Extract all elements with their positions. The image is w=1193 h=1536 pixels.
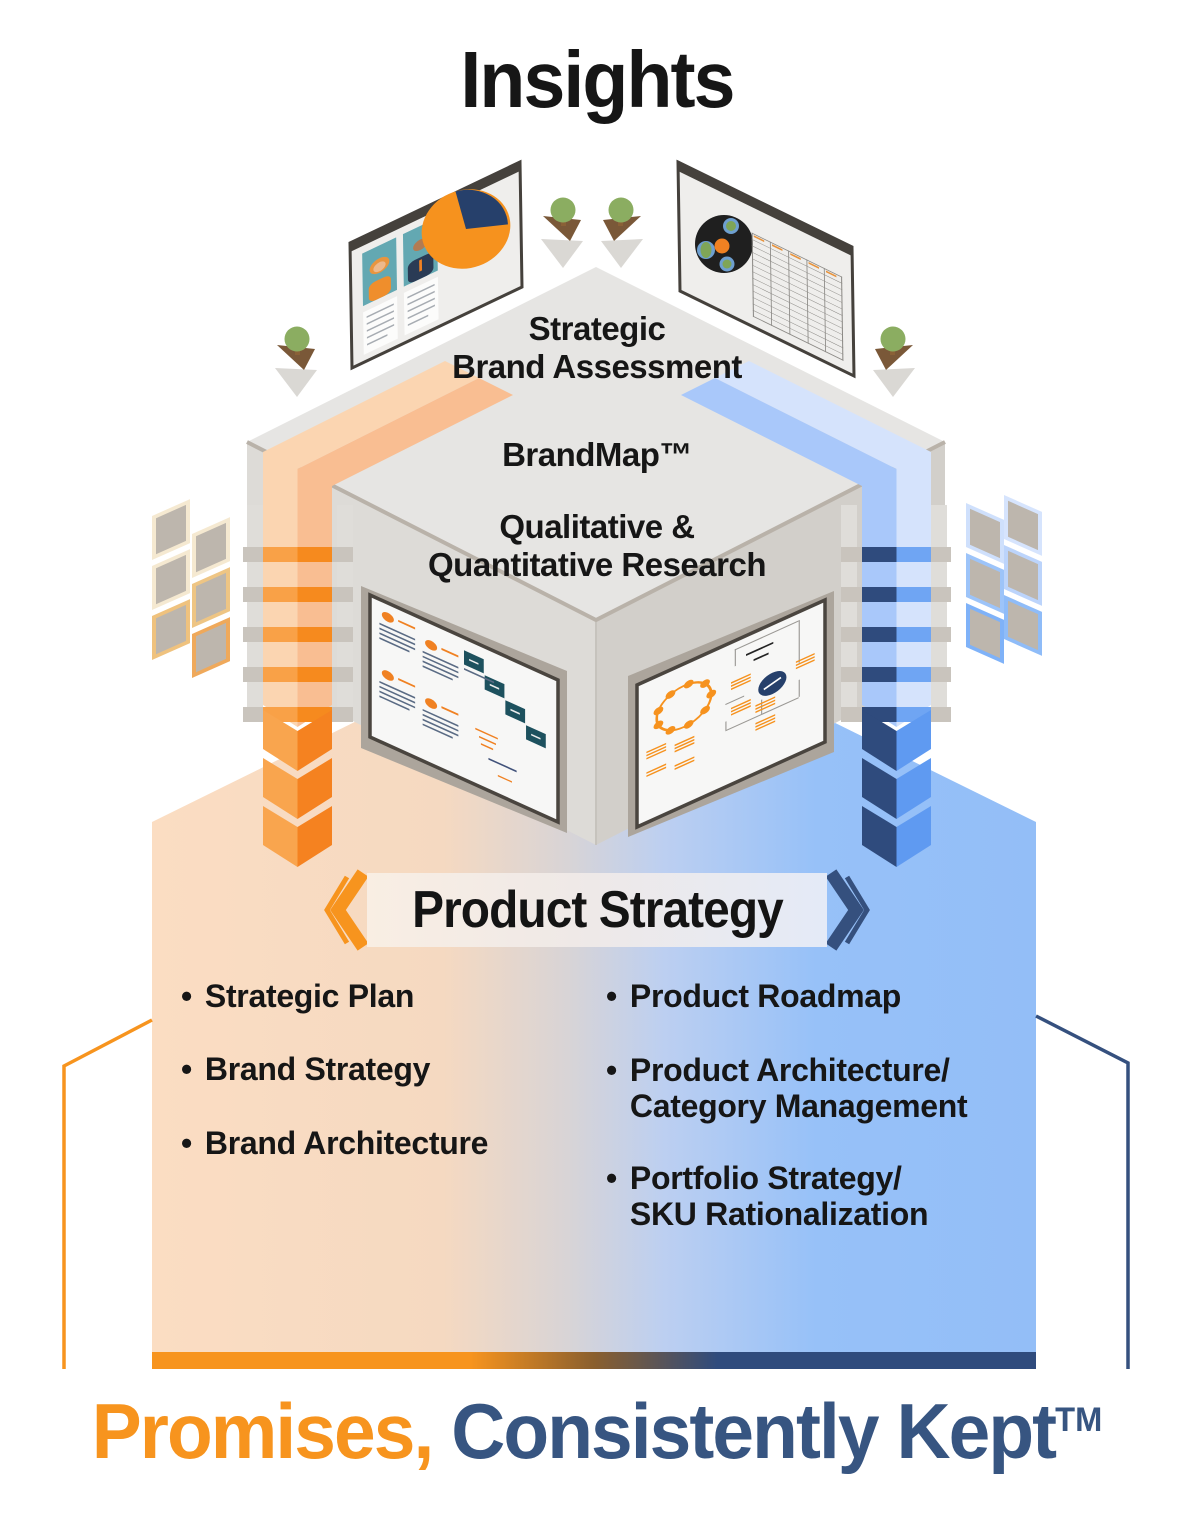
bullet: • — [181, 1125, 192, 1161]
tagline: Promises, Consistently KeptTM — [91, 1387, 1102, 1475]
bullet: • — [181, 1051, 192, 1087]
tagline-promises: Promises, — [91, 1387, 434, 1475]
list-item: • Brand Architecture — [181, 1125, 488, 1161]
cluster-map-icon — [695, 215, 753, 273]
product-strategy-banner: Product Strategy — [367, 873, 827, 947]
banner-chevron-left-icon — [324, 869, 369, 951]
tagline-trademark: TM — [1054, 1401, 1102, 1439]
list-item-label: Product Roadmap — [629, 978, 901, 1014]
documents-whiteboard-icon — [361, 586, 567, 833]
list-item: • Portfolio Strategy/ SKU Rationalizatio… — [606, 1160, 929, 1232]
list-item-label: Brand Strategy — [204, 1051, 431, 1087]
list-item-label: Brand Architecture — [204, 1125, 489, 1161]
bottom-gradient-bar — [152, 1352, 1036, 1369]
house-fill — [152, 604, 1036, 1369]
flowchart-whiteboard-icon — [628, 591, 834, 837]
platform-label-qual-quant-research: Qualitative & Quantitative Research — [428, 508, 766, 583]
tree-icon — [873, 326, 915, 397]
pie-chart-icon — [421, 189, 511, 269]
list-item: • Product Roadmap — [606, 978, 901, 1014]
platform-label-brandmap: BrandMap™ — [502, 436, 692, 473]
analytics-screen-icon — [676, 159, 856, 379]
list-item-label: Product Architecture/ Category Managemen… — [629, 1052, 968, 1124]
product-strategy-label: Product Strategy — [411, 881, 784, 939]
list-item-label: Portfolio Strategy/ SKU Rationalization — [629, 1160, 929, 1232]
banner-chevron-right-icon — [825, 869, 870, 951]
list-item: • Strategic Plan — [181, 978, 414, 1014]
window-grid-icon — [152, 499, 230, 678]
list-item-label: Strategic Plan — [204, 978, 415, 1014]
tree-icon — [541, 197, 583, 268]
tagline-consistently-kept: Consistently Kept — [431, 1387, 1057, 1475]
list-item: • Product Architecture/ Category Managem… — [606, 1052, 968, 1124]
window-grid-icon — [966, 495, 1042, 664]
personas-screen-icon — [348, 159, 524, 371]
house-outline-left — [62, 1018, 153, 1369]
blue-flow-arrow-icon — [681, 361, 931, 867]
orange-flow-arrow-icon — [263, 361, 513, 867]
platform-label-strategic-brand-assessment: Strategic Brand Assessment — [452, 310, 742, 385]
bullet: • — [606, 1052, 617, 1088]
data-table-icon — [751, 232, 844, 361]
tree-icon — [275, 326, 317, 397]
house-outline-right — [1035, 1014, 1130, 1369]
tree-icon — [601, 197, 643, 268]
page-title: Insights — [459, 35, 735, 124]
bullet: • — [606, 1160, 617, 1196]
bullet: • — [606, 978, 617, 1014]
bullet: • — [181, 978, 192, 1014]
list-item: • Brand Strategy — [181, 1051, 430, 1087]
